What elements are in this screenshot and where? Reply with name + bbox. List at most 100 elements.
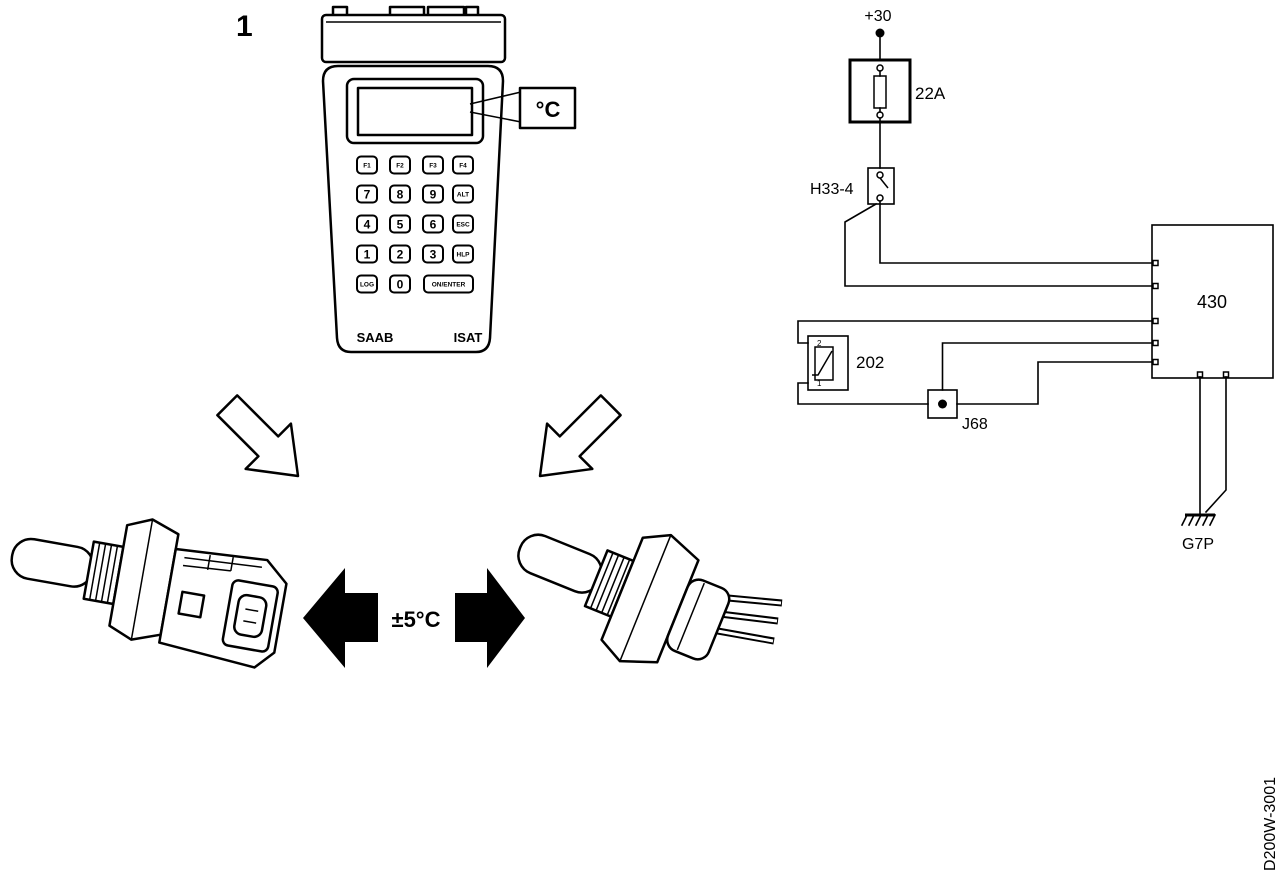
key-label: ESC (456, 222, 470, 229)
sensor-housing (517, 533, 731, 664)
outline-arrow-right (538, 394, 622, 478)
sensor-probe (10, 537, 95, 588)
fuse: 22A (848, 58, 946, 124)
wire-splice-to-module-upper (941, 342, 1153, 391)
key-3: 3 (422, 244, 444, 264)
key-f2: F2 (389, 155, 411, 175)
key-8: 8 (389, 184, 411, 204)
connector-pin (876, 194, 884, 202)
diagnostic-tester: °C F1 F2 F3 F4 7 8 9 ALT 4 5 6 ESC 1 2 3… (320, 5, 577, 354)
key-cap (423, 274, 474, 294)
display-unit-label: °C (536, 97, 561, 122)
hex-facet (619, 534, 672, 662)
tester-head-block (320, 13, 507, 64)
ground-hatch (1187, 513, 1196, 527)
fuse-terminal (876, 111, 884, 119)
key-cap (389, 274, 411, 294)
key-cap (452, 244, 474, 264)
control-module-430: 430 (1151, 224, 1274, 379)
connector-h33-4: H33-4 (810, 167, 895, 205)
sensor-wires (711, 594, 783, 645)
tester-display-screen (356, 86, 474, 137)
module-pin (1152, 358, 1159, 366)
key-f1: F1 (356, 155, 378, 175)
black-arrow-right (455, 568, 525, 668)
connector-ridge (206, 554, 211, 570)
key-label: F1 (363, 163, 371, 170)
key-cap (356, 214, 378, 234)
thread-line (106, 545, 119, 604)
socket-pin (243, 620, 257, 624)
ground-hatch (1208, 513, 1217, 527)
fuse-element (873, 75, 887, 109)
key-esc: ESC (452, 214, 474, 234)
key-6: 6 (422, 214, 444, 234)
sensor-symbol-box (807, 335, 849, 391)
key-label: 0 (397, 278, 404, 292)
tester-keypad: F1 F2 F3 F4 7 8 9 ALT 4 5 6 ESC 1 2 3 HL… (356, 155, 474, 294)
key-cap (422, 244, 444, 264)
wire-connector-to-module-pin1 (879, 200, 1153, 264)
sensor-body (665, 578, 731, 661)
key-cap (389, 155, 411, 175)
ground-hatch (1180, 513, 1189, 527)
key-1: 1 (356, 244, 378, 264)
wiring-diagram: +30 22A H33-4 (797, 8, 1274, 553)
thread-line (606, 559, 631, 616)
connector-contact (879, 177, 889, 189)
socket-pin (245, 608, 259, 613)
key-label: 9 (430, 188, 437, 202)
sensor-pin-label: 2 (817, 339, 822, 348)
connector-socket-inner (233, 593, 268, 639)
connector-ridge (184, 556, 263, 568)
sensor-wire-core (727, 596, 782, 605)
figure-number: 1 (236, 10, 253, 43)
tester-connector-head (320, 5, 507, 64)
control-module-label: 430 (1197, 292, 1227, 312)
sensor-wire-core (711, 628, 774, 643)
key-cap (422, 214, 444, 234)
key-cap (389, 184, 411, 204)
key-label: F2 (396, 163, 404, 170)
temperature-sensor-connector-view (10, 518, 288, 669)
key-2: 2 (389, 244, 411, 264)
thread-line (600, 556, 625, 614)
coolant-temperature-sensor-202: 2 1 202 (807, 335, 884, 391)
ground-hatch (1194, 513, 1203, 527)
key-on-enter: ON/ENTER (423, 274, 474, 294)
key-cap (356, 184, 378, 204)
connector-ridge (230, 556, 234, 572)
key-0: 0 (389, 274, 411, 294)
temperature-sensor-wire-view (517, 533, 783, 664)
fuse-label: 22A (915, 84, 946, 103)
key-7: 7 (356, 184, 378, 204)
thread-line (589, 552, 614, 609)
splice-j68: J68 (927, 389, 988, 433)
thread-line (595, 554, 620, 611)
key-5: 5 (389, 214, 411, 234)
key-cap (422, 184, 444, 204)
key-9: 9 (422, 184, 444, 204)
key-cap (452, 214, 474, 234)
hex-facet (130, 519, 154, 640)
key-label: F3 (429, 163, 437, 170)
connector-label: H33-4 (810, 181, 854, 198)
ground-hatch (1201, 513, 1210, 527)
wire-module-to-sensor-pin2 (797, 320, 1153, 344)
thermistor-slope (812, 350, 833, 376)
key-label: F4 (459, 163, 467, 170)
thread-line (88, 542, 101, 600)
black-arrow-left (303, 568, 378, 668)
tester-brand: SAAB (357, 330, 394, 345)
key-label: ALT (457, 192, 469, 199)
supply-label: +30 (864, 8, 891, 25)
key-f4: F4 (452, 155, 474, 175)
key-log: LOG (356, 274, 378, 294)
wire-connector-to-module-pin2 (844, 202, 1153, 287)
ground-point-g7p: G7P (1180, 513, 1217, 553)
display-callout: °C (469, 86, 577, 130)
key-label: 8 (397, 188, 404, 202)
connector-housing (867, 167, 895, 205)
wire-sensor-pin1-to-splice (797, 382, 929, 405)
